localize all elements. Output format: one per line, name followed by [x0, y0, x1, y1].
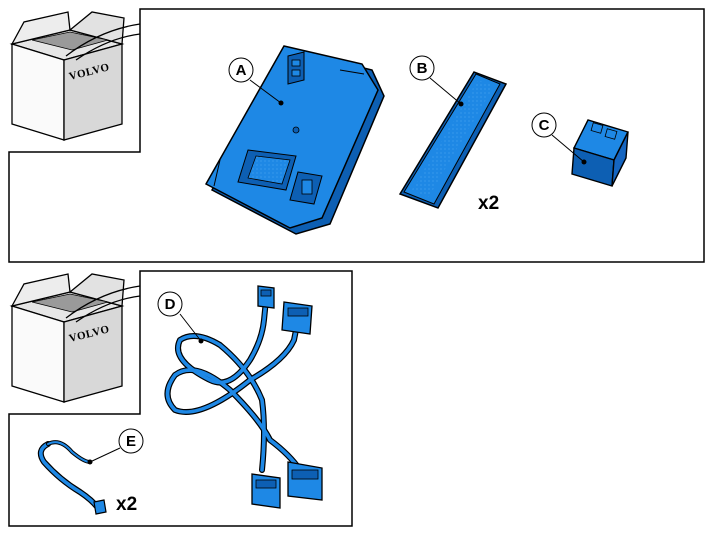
callout-b-label: B — [417, 60, 428, 77]
callout-e-label: E — [126, 433, 136, 450]
cable-tie-icon — [37, 440, 107, 515]
callout-e: E — [87, 428, 144, 465]
package-box-icon: VOLVO — [9, 273, 141, 403]
panel-kit-contents-1: VOLVO A — [8, 8, 705, 263]
wiring-harness-icon — [164, 285, 323, 509]
panel-frame — [8, 270, 353, 527]
control-module-icon — [204, 45, 385, 235]
callout-b: B — [409, 55, 464, 107]
callout-d-label: D — [165, 296, 176, 313]
package-box-icon: VOLVO — [9, 11, 141, 141]
connector-plug-icon — [571, 119, 629, 187]
callout-c-label: C — [539, 117, 550, 134]
panel-kit-contents-2: VOLVO — [8, 270, 353, 527]
callout-d: D — [157, 291, 204, 344]
quantity-label-b: x2 — [478, 193, 499, 214]
callout-c: C — [531, 112, 587, 165]
callout-a-label: A — [236, 62, 247, 79]
callout-a: A — [228, 57, 284, 106]
quantity-label-e: x2 — [116, 494, 137, 515]
adhesive-strip-icon — [398, 71, 508, 209]
